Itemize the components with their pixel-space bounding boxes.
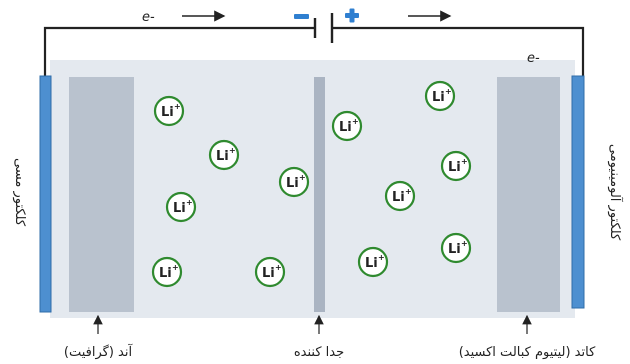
lithium-ion-symbol: Li bbox=[159, 266, 172, 281]
separator-membrane bbox=[314, 77, 325, 312]
lithium-ion: Li+ bbox=[357, 246, 389, 278]
lithium-ion-charge: + bbox=[378, 253, 385, 262]
lithium-ion-symbol: Li bbox=[161, 105, 174, 120]
lithium-ion: Li+ bbox=[331, 110, 363, 142]
lithium-ion: Li+ bbox=[208, 139, 240, 171]
separator-label: جدا کننده bbox=[294, 345, 344, 360]
cathode-label: کاتد (لیتیوم کبالت اکسید) bbox=[459, 345, 596, 360]
external-wire-right bbox=[332, 26, 585, 76]
negative-terminal-icon bbox=[294, 14, 309, 19]
lithium-ion-charge: + bbox=[172, 263, 179, 272]
lithium-ion: Li+ bbox=[424, 80, 456, 112]
aluminum-collector bbox=[571, 75, 585, 309]
lithium-ion: Li+ bbox=[165, 191, 197, 223]
lithium-ion-charge: + bbox=[229, 146, 236, 155]
lithium-ion-symbol: Li bbox=[448, 242, 461, 257]
electron-label-right: e- bbox=[527, 51, 540, 66]
lithium-ion-charge: + bbox=[186, 198, 193, 207]
electron-label-left: e- bbox=[142, 10, 155, 25]
cathode-electrode bbox=[497, 77, 560, 312]
lithium-ion-symbol: Li bbox=[339, 120, 352, 135]
lithium-ion-symbol: Li bbox=[392, 190, 405, 205]
lithium-ion: Li+ bbox=[384, 180, 416, 212]
anode-electrode bbox=[69, 77, 134, 312]
lithium-ion: Li+ bbox=[151, 256, 183, 288]
lithium-ion: Li+ bbox=[278, 166, 310, 198]
copper-collector-label: کلکتور مسی bbox=[12, 158, 27, 227]
aluminum-collector-label: کلکتور آلومینیومی bbox=[607, 144, 624, 241]
lithium-ion-charge: + bbox=[352, 117, 359, 126]
lithium-ion-charge: + bbox=[445, 87, 452, 96]
electrolyte-region bbox=[50, 60, 575, 318]
lithium-ion-charge: + bbox=[174, 102, 181, 111]
lithium-ion-charge: + bbox=[461, 157, 468, 166]
lithium-ion: Li+ bbox=[440, 150, 472, 182]
lithium-ion-symbol: Li bbox=[262, 266, 275, 281]
lithium-ion-symbol: Li bbox=[286, 176, 299, 191]
lithium-ion-charge: + bbox=[299, 173, 306, 182]
lithium-ion-symbol: Li bbox=[365, 256, 378, 271]
lithium-ion-symbol: Li bbox=[216, 149, 229, 164]
copper-collector bbox=[39, 75, 52, 313]
lithium-ion-symbol: Li bbox=[448, 160, 461, 175]
lithium-ion-charge: + bbox=[405, 187, 412, 196]
lithium-ion: Li+ bbox=[254, 256, 286, 288]
lithium-ion-symbol: Li bbox=[173, 201, 186, 216]
external-wire-left bbox=[43, 26, 315, 76]
lithium-ion-symbol: Li bbox=[432, 90, 445, 105]
lithium-ions: Li+Li+Li+Li+Li+Li+Li+Li+Li+Li+Li+Li+ bbox=[151, 80, 472, 288]
positive-terminal-icon bbox=[345, 8, 359, 23]
anode-label: آند (گرافیت) bbox=[64, 343, 134, 360]
lithium-ion-charge: + bbox=[275, 263, 282, 272]
lithium-ion-charge: + bbox=[461, 239, 468, 248]
lithium-ion: Li+ bbox=[440, 232, 472, 264]
lithium-ion: Li+ bbox=[153, 95, 185, 127]
